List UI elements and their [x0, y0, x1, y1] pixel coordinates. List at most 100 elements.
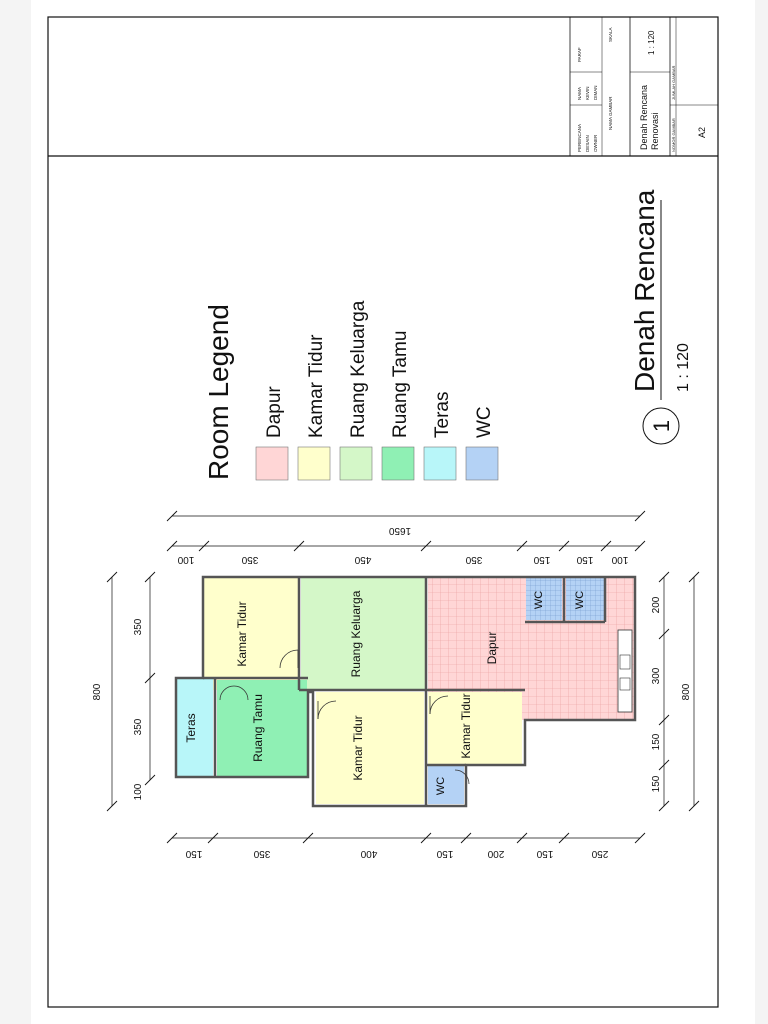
dim-top-seg-1: 100	[177, 554, 194, 565]
dimension-tick	[460, 832, 472, 844]
label-teras: Teras	[184, 713, 198, 742]
dim-left-seg-1: 350	[133, 618, 144, 635]
dim-right-seg-2: 300	[651, 667, 662, 684]
dim-top-seg-4: 350	[465, 554, 482, 565]
scale-value: 1 : 120	[647, 30, 656, 55]
room-kamar-tidur-2	[316, 692, 424, 804]
drawing-frame	[47, 16, 719, 1008]
drawing-number-circle	[642, 407, 680, 445]
dimension-tick	[516, 832, 528, 844]
dimension-tick	[420, 540, 432, 552]
dimension-tick	[302, 832, 314, 844]
room-wc-3	[428, 766, 464, 804]
label-ruang-keluarga: Ruang Keluarga	[349, 590, 363, 677]
desain-name: KEVIN	[585, 86, 590, 100]
kitchen-counter	[617, 629, 633, 713]
legend-swatch	[423, 446, 457, 481]
dimension-tick	[166, 540, 178, 552]
label-kamar-tidur-1: Kamar Tidur	[235, 601, 249, 666]
label-wc-1: WC	[533, 591, 545, 609]
dimension-tick	[658, 800, 670, 812]
dimension-tick	[198, 540, 210, 552]
paper	[31, 0, 755, 1024]
perencana-label: PERENCANA	[577, 124, 582, 152]
drawing-scale: 1 : 120	[675, 343, 692, 392]
dimension-ticks	[106, 510, 700, 844]
legend-swatch	[255, 446, 289, 481]
dimension-labels: 1650 100 350 450 350 150 150 100 800 350…	[92, 525, 692, 859]
drawing-name-line2: Renovasi	[650, 112, 660, 150]
skala-label: SKALA	[608, 27, 613, 42]
dimension-tick	[558, 832, 570, 844]
nama-gambar-label: NAMA GAMBAR	[608, 96, 613, 130]
dim-top-seg-2: 350	[241, 554, 258, 565]
legend-swatch	[381, 446, 415, 481]
legend-title: Room Legend	[203, 304, 234, 480]
dimension-tick	[634, 540, 646, 552]
dim-left-total: 800	[92, 683, 103, 700]
dim-bottom-seg-5: 200	[487, 848, 504, 859]
room-kamar-tidur-3	[428, 692, 522, 764]
label-dapur: Dapur	[485, 632, 499, 665]
legend-label: Kamar Tidur	[306, 334, 327, 438]
jumlah-gambar-label: JUMLAH GAMBAR	[671, 65, 676, 100]
label-wc-3: WC	[435, 777, 447, 795]
desain-label: DESAIN	[585, 135, 590, 152]
kitchen-stove-icon	[619, 677, 631, 691]
label-ruang-tamu: Ruang Tamu	[251, 694, 265, 762]
dim-bottom-seg-2: 350	[253, 848, 270, 859]
dim-right-seg-3: 150	[651, 733, 662, 750]
legend-label: Teras	[432, 392, 453, 438]
dimension-tick	[144, 774, 156, 786]
legend-swatch	[465, 446, 499, 481]
legend-label: Ruang Keluarga	[348, 300, 369, 438]
kitchen-sink-icon	[619, 654, 631, 670]
dimension-tick	[688, 800, 700, 812]
drawing-title-text: Denah Rencana	[629, 189, 660, 392]
dim-bottom-seg-4: 150	[436, 848, 453, 859]
title-block: PERENCANA DESAIN OWNER NAMA PARAF KEVIN …	[569, 17, 718, 156]
label-wc-2: WC	[574, 591, 586, 609]
legend-label: Ruang Tamu	[390, 331, 411, 438]
dimension-tick	[658, 628, 670, 640]
room-teras	[177, 678, 213, 776]
dim-top-total: 1650	[388, 525, 411, 536]
dim-bottom-seg-1: 150	[185, 848, 202, 859]
paraf-header: PARAF	[577, 47, 582, 62]
legend-swatch	[297, 446, 331, 481]
dim-bottom-seg-6: 150	[536, 848, 553, 859]
dimension-tick	[516, 540, 528, 552]
dimension-lines	[111, 515, 695, 839]
dimension-tick	[293, 540, 305, 552]
legend-label: WC	[474, 406, 495, 438]
dimension-tick	[207, 832, 219, 844]
owner-name: DIMAN	[593, 86, 598, 101]
dimension-tick	[658, 759, 670, 771]
dim-bottom-seg-3: 400	[360, 848, 377, 859]
dimension-tick	[658, 714, 670, 726]
dimension-tick	[144, 672, 156, 684]
dimension-tick	[634, 510, 646, 522]
dim-top-seg-5: 150	[533, 554, 550, 565]
dim-left-seg-3: 100	[133, 783, 144, 800]
dim-bottom-seg-7: 250	[591, 848, 608, 859]
dimension-tick	[600, 540, 612, 552]
dimension-tick	[688, 571, 700, 583]
room-ruang-tamu	[217, 680, 307, 776]
dim-top-seg-6: 150	[576, 554, 593, 565]
dimension-tick	[106, 800, 118, 812]
room-ruang-keluarga	[301, 578, 425, 690]
dim-right-seg-4: 150	[651, 775, 662, 792]
walls	[174, 575, 637, 808]
dimension-tick	[420, 832, 432, 844]
room-wc-2	[566, 578, 604, 620]
room-wc-1	[526, 578, 562, 620]
label-kamar-tidur-2: Kamar Tidur	[351, 715, 365, 780]
dimension-tick	[658, 571, 670, 583]
owner-label: OWNER	[593, 134, 598, 152]
drawing-name-line1: Denah Rencana	[639, 85, 649, 150]
dimension-tick	[558, 540, 570, 552]
dim-right-seg-1: 200	[651, 596, 662, 613]
